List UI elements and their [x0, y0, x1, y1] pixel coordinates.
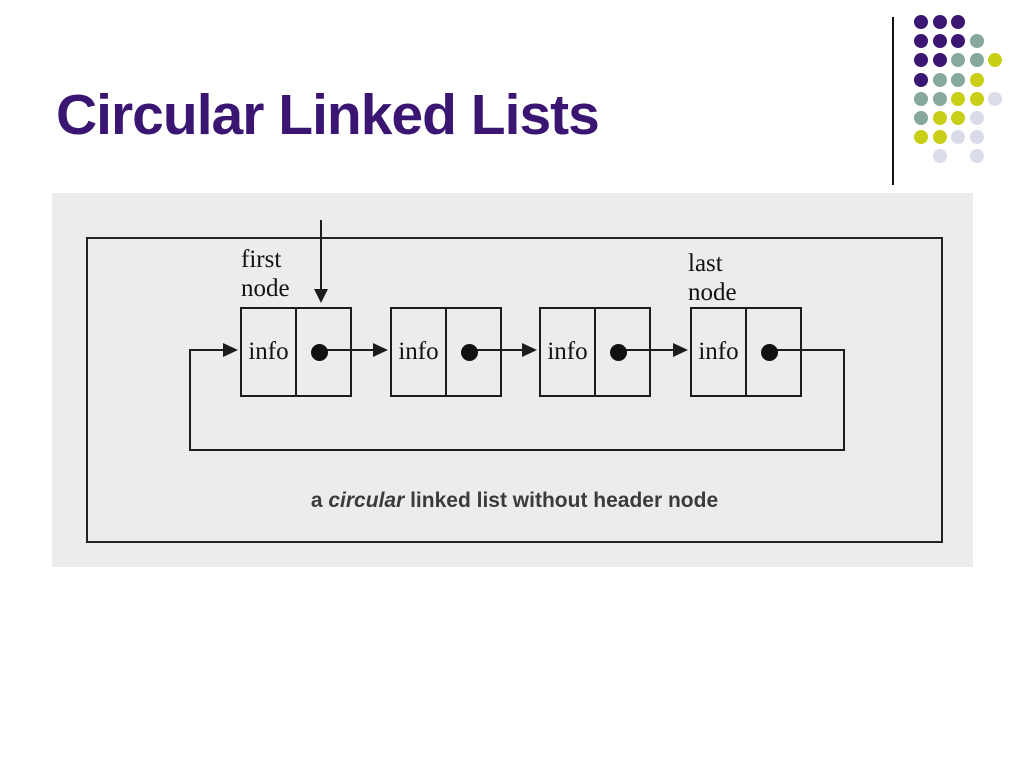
- external-pointer-arrowhead-icon: [314, 289, 328, 303]
- decor-dot: [914, 15, 928, 29]
- decorative-dot-pattern: [914, 15, 1019, 180]
- decor-dot: [969, 111, 984, 125]
- decor-dot: [951, 130, 965, 145]
- decor-dot: [988, 53, 1002, 68]
- caption-italic: circular: [328, 489, 405, 512]
- decor-dot: [914, 130, 928, 145]
- decor-dot: [932, 53, 947, 68]
- arrow-node2-to-node3-head-icon: [522, 343, 537, 357]
- last-node-label: last node: [688, 250, 737, 306]
- arrow-into-first-node-head-icon: [223, 343, 238, 357]
- decor-dot: [914, 72, 928, 87]
- decor-dot: [932, 130, 947, 145]
- node-1: info: [240, 307, 352, 397]
- external-pointer-arrow-line: [320, 220, 322, 290]
- decor-dot: [969, 72, 984, 87]
- node-3-info-label: info: [547, 338, 588, 365]
- node-3-pointer-cell: [596, 309, 649, 395]
- node-4-info-cell: info: [692, 309, 747, 395]
- arrow-node2-to-node3-line: [468, 349, 524, 351]
- node-3-info-cell: info: [541, 309, 596, 395]
- arrow-node3-to-node4-line: [618, 349, 675, 351]
- node-4-info-label: info: [698, 338, 739, 365]
- arrow-node3-to-node4-head-icon: [673, 343, 688, 357]
- node-3: info: [539, 307, 651, 397]
- node-1-pointer-dot-icon: [311, 343, 328, 361]
- decor-dot: [969, 130, 984, 145]
- loop-left-line: [189, 349, 191, 451]
- arrow-node1-to-node2-line: [318, 349, 376, 351]
- decor-dot: [969, 53, 984, 68]
- node-1-info-cell: info: [242, 309, 297, 395]
- node-2-info-label: info: [398, 338, 439, 365]
- node-2-info-cell: info: [392, 309, 447, 395]
- first-node-label: first node: [241, 246, 290, 302]
- decor-dot: [969, 91, 984, 106]
- node-4: info: [690, 307, 802, 397]
- node-2-pointer-dot-icon: [461, 343, 478, 361]
- decor-dot: [951, 15, 965, 29]
- decor-dot: [914, 111, 928, 125]
- arrow-into-first-node-line: [189, 349, 225, 351]
- decor-dot: [932, 34, 947, 49]
- node-1-pointer-cell: [297, 309, 350, 395]
- decor-dot: [932, 111, 947, 125]
- node-4-pointer-cell: [747, 309, 800, 395]
- vertical-separator-line: [892, 17, 894, 185]
- decor-dot: [914, 34, 928, 49]
- decor-dot: [969, 34, 984, 49]
- last-node-out-line: [771, 349, 845, 351]
- decor-dot: [914, 91, 928, 106]
- node-1-info-label: info: [248, 338, 289, 365]
- decor-dot: [914, 53, 928, 68]
- decor-dot: [951, 91, 965, 106]
- node-2-pointer-cell: [447, 309, 500, 395]
- decor-dot: [951, 34, 965, 49]
- decor-dot: [988, 91, 1002, 106]
- decor-dot: [932, 91, 947, 106]
- decor-dot: [951, 111, 965, 125]
- decor-dot: [969, 149, 984, 164]
- decor-dot: [951, 53, 965, 68]
- node-4-pointer-dot-icon: [761, 343, 778, 361]
- node-3-pointer-dot-icon: [610, 343, 627, 361]
- decor-dot: [932, 72, 947, 87]
- diagram-caption: a circular linked list without header no…: [86, 489, 943, 513]
- node-2: info: [390, 307, 502, 397]
- caption-post: linked list without header node: [404, 489, 719, 512]
- diagram-panel: info info info info first node last node: [52, 193, 973, 567]
- caption-pre: a: [310, 489, 329, 512]
- loop-bottom-line: [189, 449, 845, 451]
- diagram-border: [86, 237, 943, 543]
- decor-dot: [932, 149, 947, 164]
- arrow-node1-to-node2-head-icon: [373, 343, 388, 357]
- decor-dot: [932, 15, 947, 29]
- slide-title: Circular Linked Lists: [56, 83, 600, 147]
- decor-dot: [951, 72, 965, 87]
- loop-right-line: [843, 349, 845, 451]
